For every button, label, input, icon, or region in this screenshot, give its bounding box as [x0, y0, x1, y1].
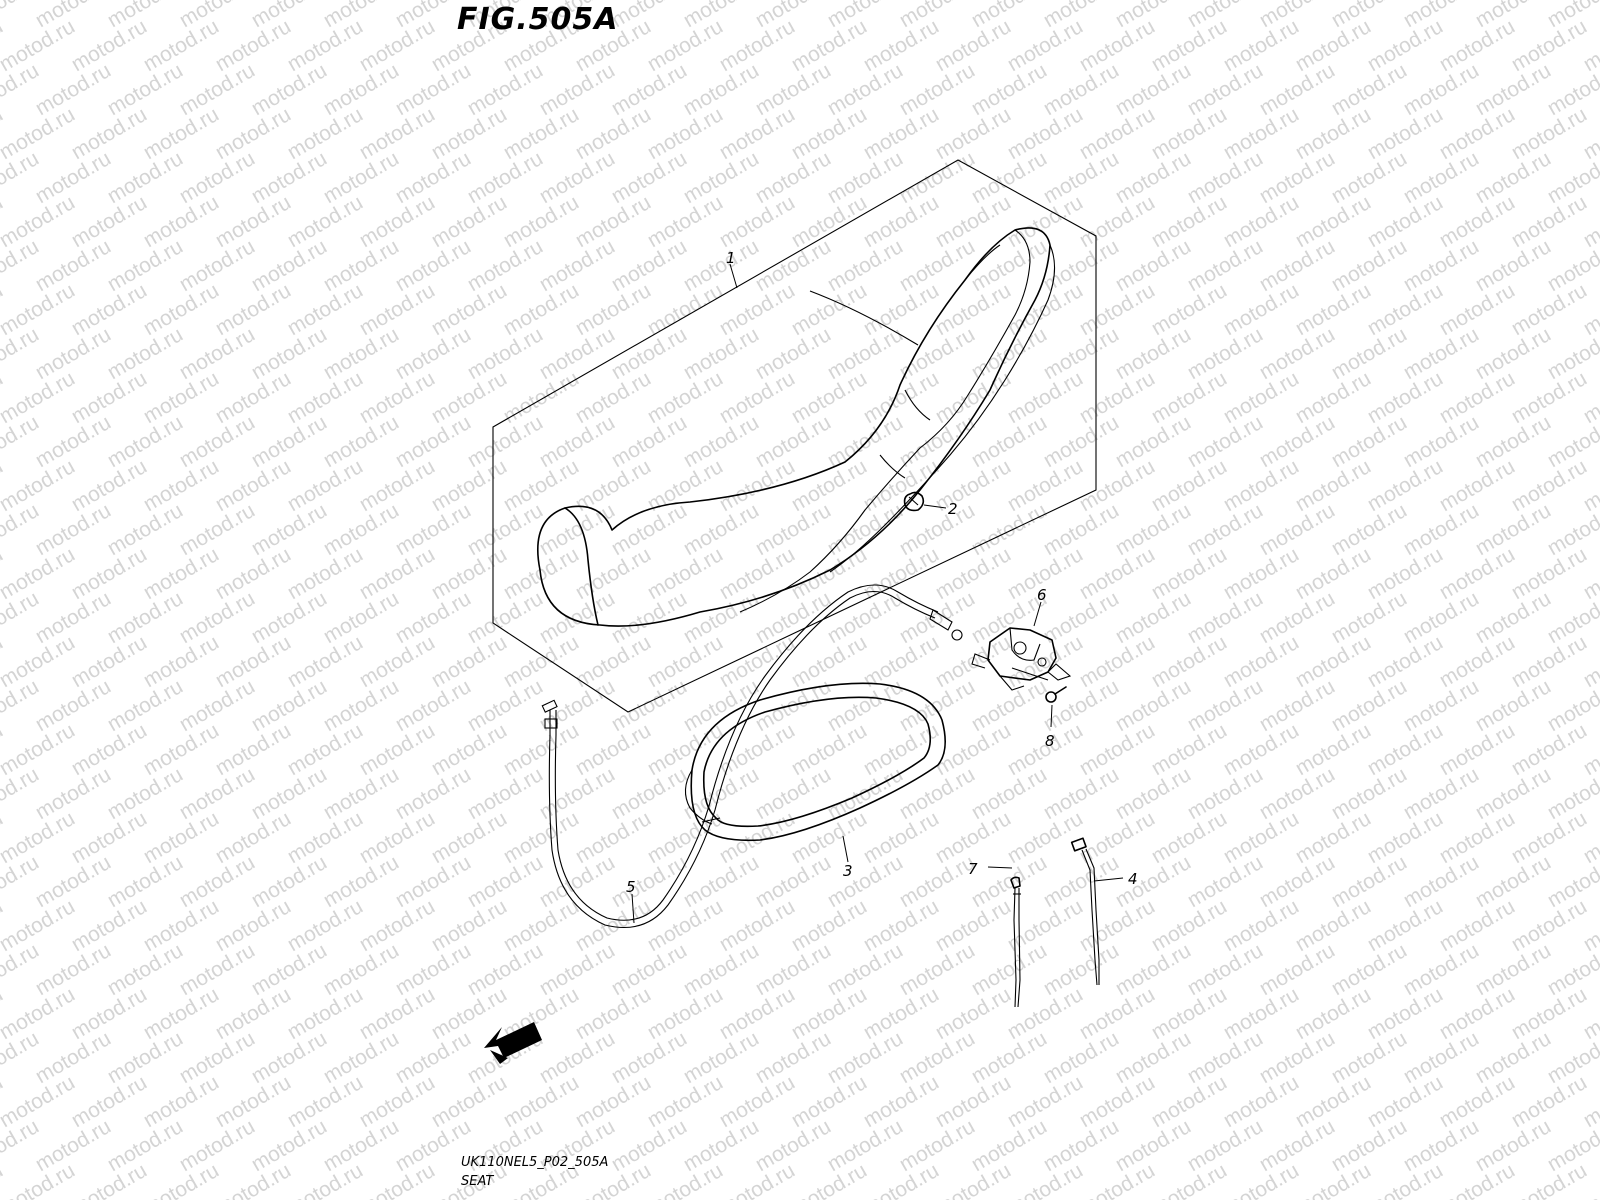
leader-line-8 — [1050, 704, 1053, 728]
callout-3: 3 — [843, 862, 853, 880]
callout-2: 2 — [948, 500, 958, 518]
cable-tie-clip — [1010, 876, 1021, 1008]
leader-line-5 — [631, 893, 635, 924]
leader-line-6 — [1033, 601, 1042, 627]
callout-8: 8 — [1045, 732, 1055, 750]
screw — [1045, 686, 1067, 703]
callout-7: 7 — [968, 860, 978, 878]
callout-1: 1 — [726, 249, 736, 267]
forward-direction-arrow: FWD — [484, 1022, 542, 1064]
callout-4: 4 — [1128, 870, 1138, 888]
callout-5: 5 — [626, 878, 636, 896]
section-title: SEAT — [461, 1174, 494, 1189]
diagram-reference-code: UK110NEL5_P02_505A — [461, 1155, 609, 1170]
leader-line-2 — [923, 504, 947, 509]
figure-title: FIG.505A — [457, 2, 619, 37]
leader-line-7 — [987, 866, 1013, 869]
leader-line-1 — [729, 263, 738, 289]
leader-line-4 — [1093, 877, 1124, 882]
cable-tie — [1070, 837, 1100, 986]
seat-cushion-part — [903, 491, 925, 512]
leader-line-3 — [842, 835, 849, 863]
seat-lock — [971, 627, 1072, 691]
seat-seal-band — [684, 682, 946, 842]
seat-assembly-box — [492, 159, 1097, 713]
callout-6: 6 — [1037, 586, 1047, 604]
seat — [536, 227, 1056, 627]
seat-lock-cable — [541, 584, 963, 929]
